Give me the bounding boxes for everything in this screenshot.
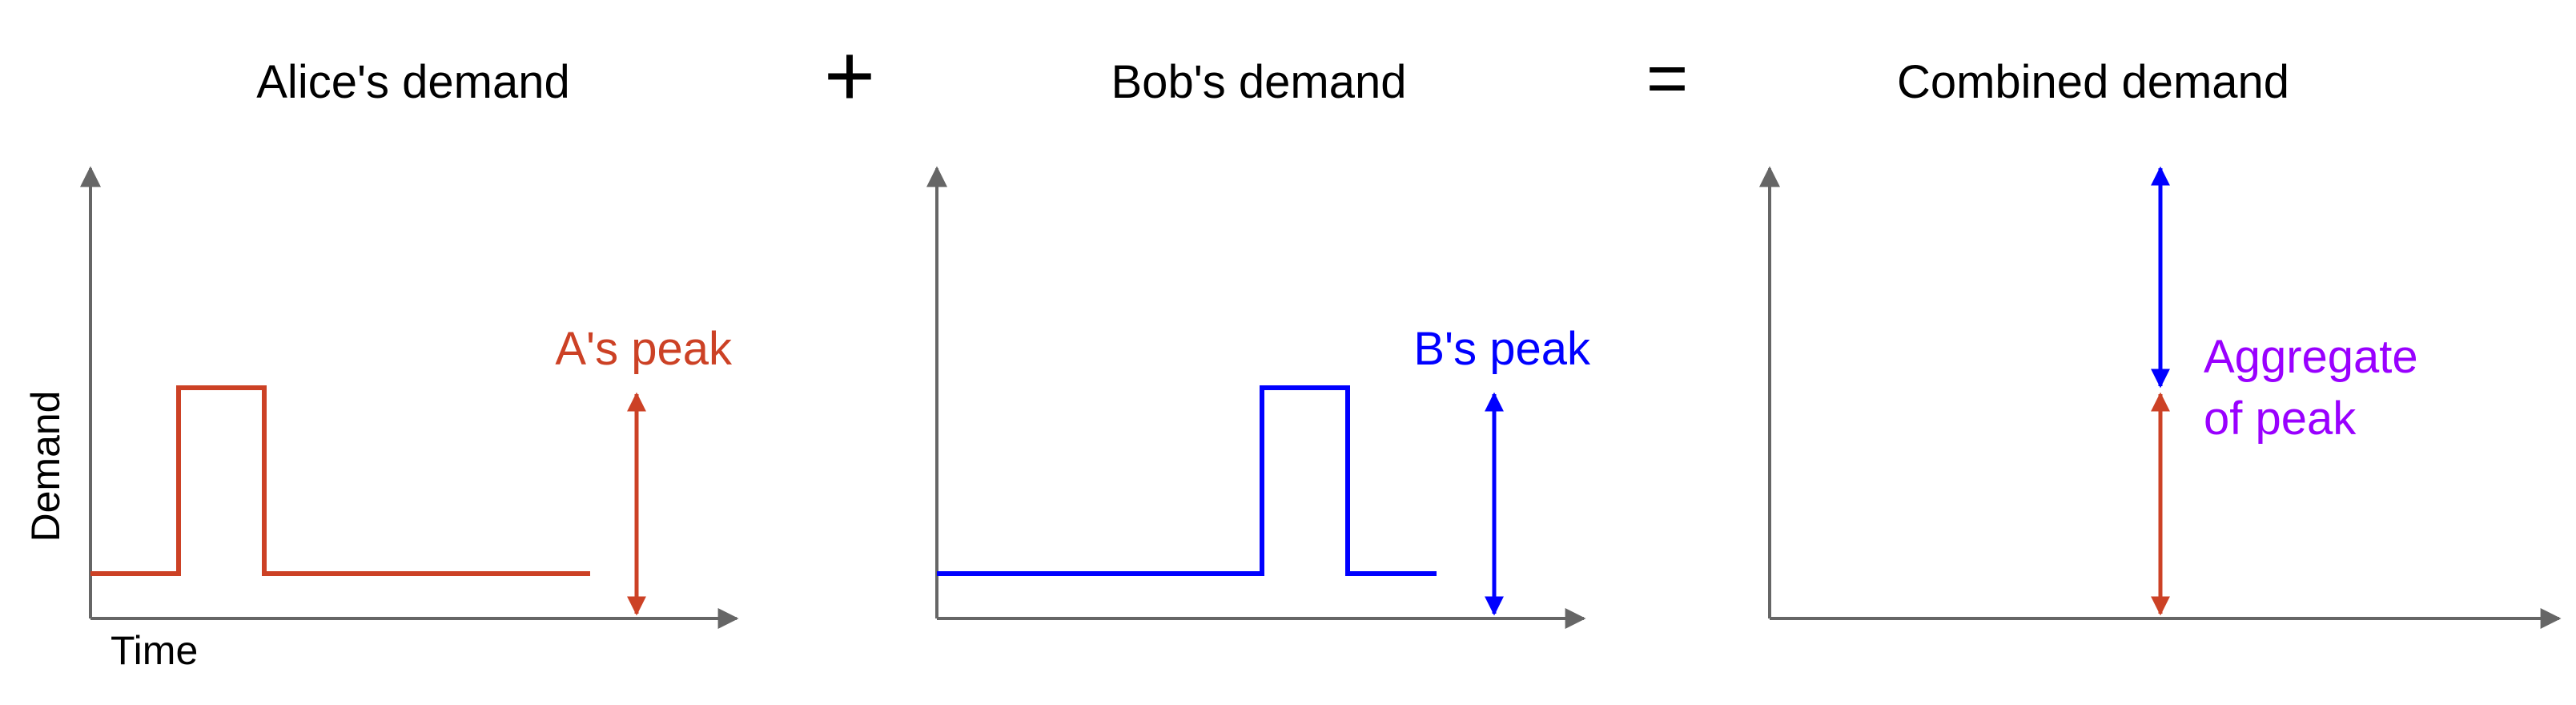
bob-title: Bob's demand [1111,56,1407,108]
plus-operator: + [824,26,875,125]
alice-peak-label: A's peak [555,323,733,375]
alice-demand-line [90,385,590,576]
aggregate-label: Aggregate of peak [2204,331,2431,445]
alice-x-axis-label: Time [111,628,198,673]
alice-title: Alice's demand [256,56,570,108]
aggregate-label-line1: Aggregate [2204,331,2418,383]
alice-y-axis-label: Demand [23,391,68,542]
combined-title: Combined demand [1897,56,2289,108]
alice-panel: Alice's demand Demand Time A's peak [23,56,739,673]
combined-panel: Combined demand Aggregate of peak [1759,56,2562,629]
bob-peak-label: B's peak [1413,323,1591,375]
bob-demand-line [937,385,1437,576]
equals-operator: = [1646,38,1689,119]
bob-panel: Bob's demand B's peak [926,56,1591,629]
aggregate-label-line2: of peak [2204,393,2357,445]
